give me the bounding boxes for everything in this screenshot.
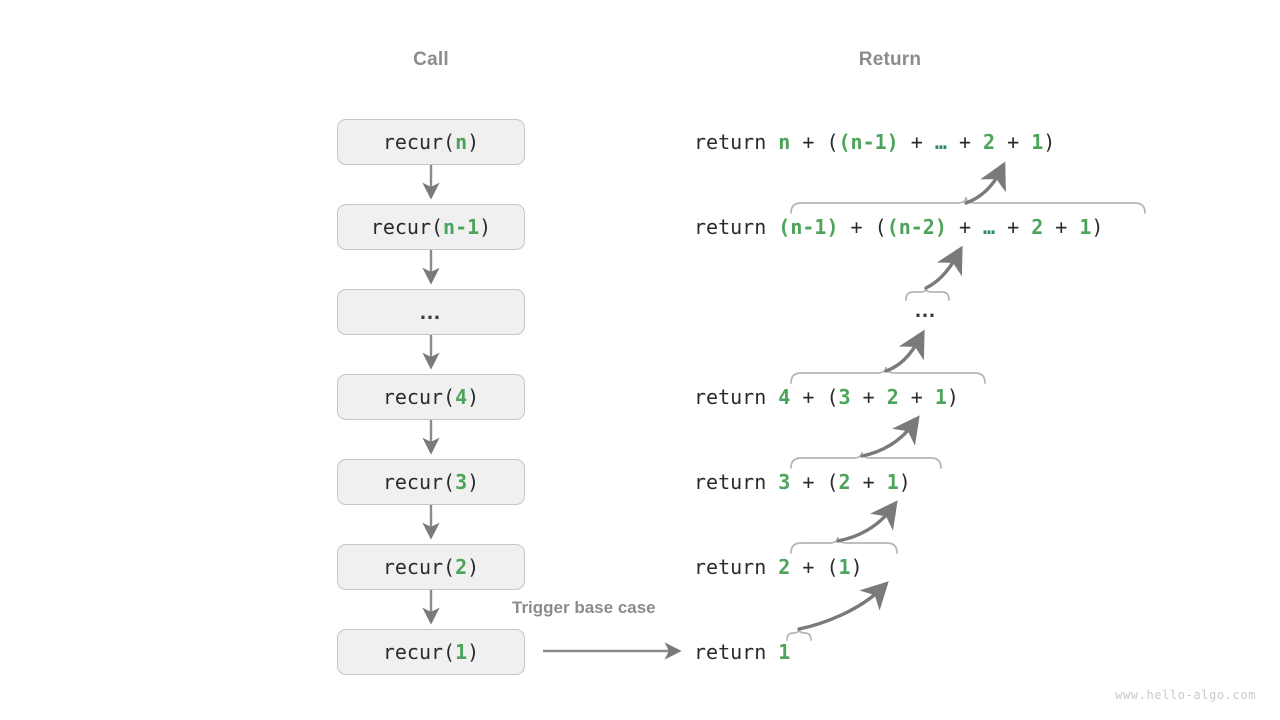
return-token: 1 <box>1031 130 1044 154</box>
call-box-argument: 3 <box>455 470 468 494</box>
brace-return-1 <box>786 628 812 641</box>
call-box-argument: n <box>455 130 468 154</box>
return-row-return-3: return 3 + (2 + 1) <box>694 467 911 497</box>
return-arrow-4 <box>884 329 925 373</box>
watermark: www.hello-algo.com <box>1115 688 1256 702</box>
return-token: + <box>946 130 984 154</box>
call-box-argument: 4 <box>455 385 468 409</box>
return-row-return-n-1: return (n-1) + ((n-2) + … + 2 + 1) <box>694 212 1103 242</box>
call-box-recur-1: recur(1) <box>337 629 525 675</box>
return-token: + <box>995 215 1032 239</box>
return-row-return-1: return 1 <box>694 637 790 667</box>
return-row-return-2: return 2 + (1) <box>694 552 863 582</box>
call-box-prefix: recur( <box>382 470 456 494</box>
brace-return-n-1 <box>790 196 1146 214</box>
call-box-prefix: recur( <box>382 640 456 664</box>
call-box-prefix: recur( <box>382 555 456 579</box>
call-box-prefix: recur( <box>370 215 444 239</box>
call-box-prefix: recur( <box>382 130 456 154</box>
return-token: + ( <box>790 130 839 154</box>
return-token: + ( <box>790 385 839 409</box>
return-token: (n-2) <box>886 215 947 239</box>
return-keyword: return <box>694 385 779 409</box>
call-box-suffix: ) <box>467 640 480 664</box>
return-token: + <box>898 385 935 409</box>
call-box-suffix: ) <box>467 555 480 579</box>
return-token: 2 <box>983 130 996 154</box>
return-token: (n-1) <box>838 130 899 154</box>
return-token: + <box>898 130 935 154</box>
return-row-return-4: return 4 + (3 + 2 + 1) <box>694 382 959 412</box>
return-token: 1 <box>778 640 791 664</box>
return-arrow-dots <box>924 245 963 290</box>
return-token: … <box>934 130 947 154</box>
brace-return-2 <box>790 536 898 554</box>
call-box-recur-n: recur(n) <box>337 119 525 165</box>
return-token: ) <box>946 385 959 409</box>
return-keyword: return <box>694 640 779 664</box>
return-token: 2 <box>778 555 791 579</box>
trigger-base-case-label: Trigger base case <box>512 598 656 617</box>
call-box-prefix: recur( <box>382 385 456 409</box>
call-box-argument: n-1 <box>443 215 480 239</box>
return-token: + <box>1043 215 1080 239</box>
return-token: … <box>983 215 996 239</box>
column-heading-call: Call <box>413 49 449 70</box>
return-token: ) <box>1091 215 1104 239</box>
call-box-suffix: ) <box>479 215 492 239</box>
return-token: + ( <box>790 470 839 494</box>
return-arrow-3 <box>860 415 920 458</box>
return-token: ) <box>1043 130 1056 154</box>
return-keyword: return <box>694 555 779 579</box>
return-token: ) <box>898 470 911 494</box>
return-token: n <box>778 130 791 154</box>
return-row-return-n: return n + ((n-1) + … + 2 + 1) <box>694 127 1055 157</box>
return-token: + <box>995 130 1032 154</box>
return-token: (n-1) <box>778 215 839 239</box>
return-token: 2 <box>886 385 899 409</box>
return-keyword: return <box>694 470 779 494</box>
return-keyword: return <box>694 130 779 154</box>
call-box-suffix: ) <box>467 130 480 154</box>
return-token: 1 <box>1079 215 1092 239</box>
return-token: 3 <box>778 470 791 494</box>
return-token: 4 <box>778 385 791 409</box>
return-keyword: return <box>694 215 779 239</box>
call-box-ellipsis-label: … <box>419 299 443 324</box>
call-box-suffix: ) <box>467 470 480 494</box>
column-heading-return: Return <box>858 49 922 70</box>
return-token: + ( <box>838 215 887 239</box>
return-arrow-n-1 <box>964 161 1006 205</box>
brace-return-4 <box>790 366 986 384</box>
return-token: 2 <box>1031 215 1044 239</box>
return-token: + ( <box>790 555 839 579</box>
return-token: 1 <box>838 555 851 579</box>
call-box-recur-4: recur(4) <box>337 374 525 420</box>
call-box-recur-3: recur(3) <box>337 459 525 505</box>
return-token: + <box>850 385 887 409</box>
call-box-suffix: ) <box>467 385 480 409</box>
return-ellipsis: … <box>914 297 938 322</box>
call-box-argument: 2 <box>455 555 468 579</box>
return-arrow-2 <box>836 500 898 543</box>
return-token: ) <box>850 555 863 579</box>
call-box-recur-n-1: recur(n-1) <box>337 204 525 250</box>
brace-return-3 <box>790 451 942 469</box>
return-token: 3 <box>838 385 851 409</box>
return-token: 1 <box>886 470 899 494</box>
return-token: 2 <box>838 470 851 494</box>
return-token: + <box>850 470 887 494</box>
return-arrow-1 <box>797 581 889 631</box>
call-box-argument: 1 <box>455 640 468 664</box>
call-box-recur-2: recur(2) <box>337 544 525 590</box>
return-token: + <box>946 215 984 239</box>
call-box-ellipsis: … <box>337 289 525 335</box>
return-token: 1 <box>934 385 947 409</box>
